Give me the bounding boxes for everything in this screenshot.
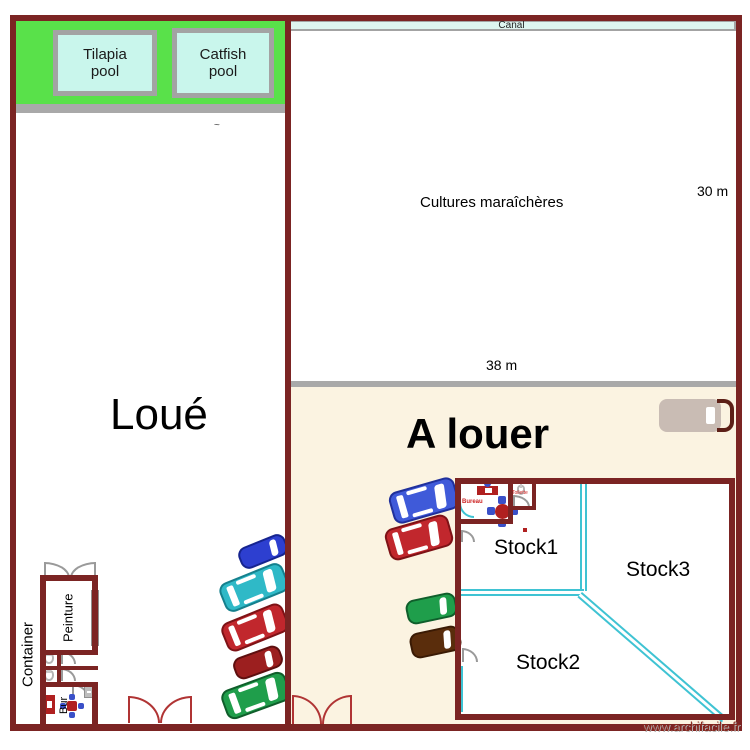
wall: [10, 15, 291, 21]
wall: [10, 724, 742, 731]
tilde-mark: ~: [214, 120, 220, 131]
wall: [455, 478, 735, 484]
label-bur: Bur: [58, 696, 70, 714]
wall: [40, 575, 46, 724]
label-bureau: Bureau: [462, 499, 483, 505]
bur-desk-icon: [45, 695, 55, 714]
door-strip: [459, 666, 463, 712]
label-30m: 30 m: [697, 183, 729, 199]
wall: [40, 682, 98, 687]
label-peinture: Peinture: [60, 593, 76, 643]
label-stock3: Stock3: [626, 558, 691, 581]
plan-marker-dot: [523, 528, 527, 532]
canal: Canal: [287, 20, 736, 31]
label-stock1: Stock1: [494, 536, 559, 559]
wall: [92, 578, 98, 655]
divider-38m: [285, 381, 738, 387]
label-38m: 38 m: [486, 357, 518, 373]
wall: [455, 714, 735, 720]
toilet-icon: [517, 484, 525, 495]
wall: [92, 682, 98, 724]
label-a-louer: A louer: [406, 410, 550, 457]
fish-farm-border: [10, 104, 291, 113]
watermark: www.archifacile.fr: [642, 720, 740, 734]
wall: [532, 484, 536, 510]
label-container: Container: [19, 621, 37, 687]
wall: [455, 478, 461, 720]
tilapia-pool: Tilapia pool: [53, 30, 157, 96]
catfish-pool: Catfish pool: [172, 28, 274, 98]
truck-cab: [717, 399, 734, 432]
wall: [40, 666, 98, 670]
tilapia-pool-label: Tilapia pool: [83, 45, 127, 80]
label-toilette: Toilette: [512, 490, 528, 496]
wall: [285, 15, 736, 21]
wall: [513, 506, 536, 510]
stock1-right-wall: [580, 484, 587, 591]
double-door-right-leaf: [160, 696, 192, 723]
wall: [40, 650, 98, 655]
label-cultures: Cultures maraîchères: [420, 194, 564, 211]
stock1-bottom-wall: [461, 589, 584, 596]
canal-label: Canal: [498, 20, 525, 31]
wall: [458, 519, 513, 524]
label-stock2: Stock2: [516, 651, 581, 674]
wall: [10, 15, 16, 731]
wall: [729, 478, 735, 720]
truck-window: [706, 407, 715, 424]
truck-icon: [659, 399, 735, 432]
label-loue: Loué: [110, 390, 208, 439]
wall: [57, 650, 61, 686]
wall: [508, 484, 513, 524]
bureau-desk-icon: [477, 486, 498, 495]
wall: [736, 15, 742, 731]
car-blue-small: [235, 531, 291, 572]
car-green: [218, 669, 294, 722]
double-door-left-leaf: [128, 696, 160, 723]
bur-table-icon: [60, 694, 84, 718]
wall: [40, 575, 98, 581]
wall: [285, 15, 291, 731]
catfish-pool-label: Catfish pool: [199, 45, 247, 80]
